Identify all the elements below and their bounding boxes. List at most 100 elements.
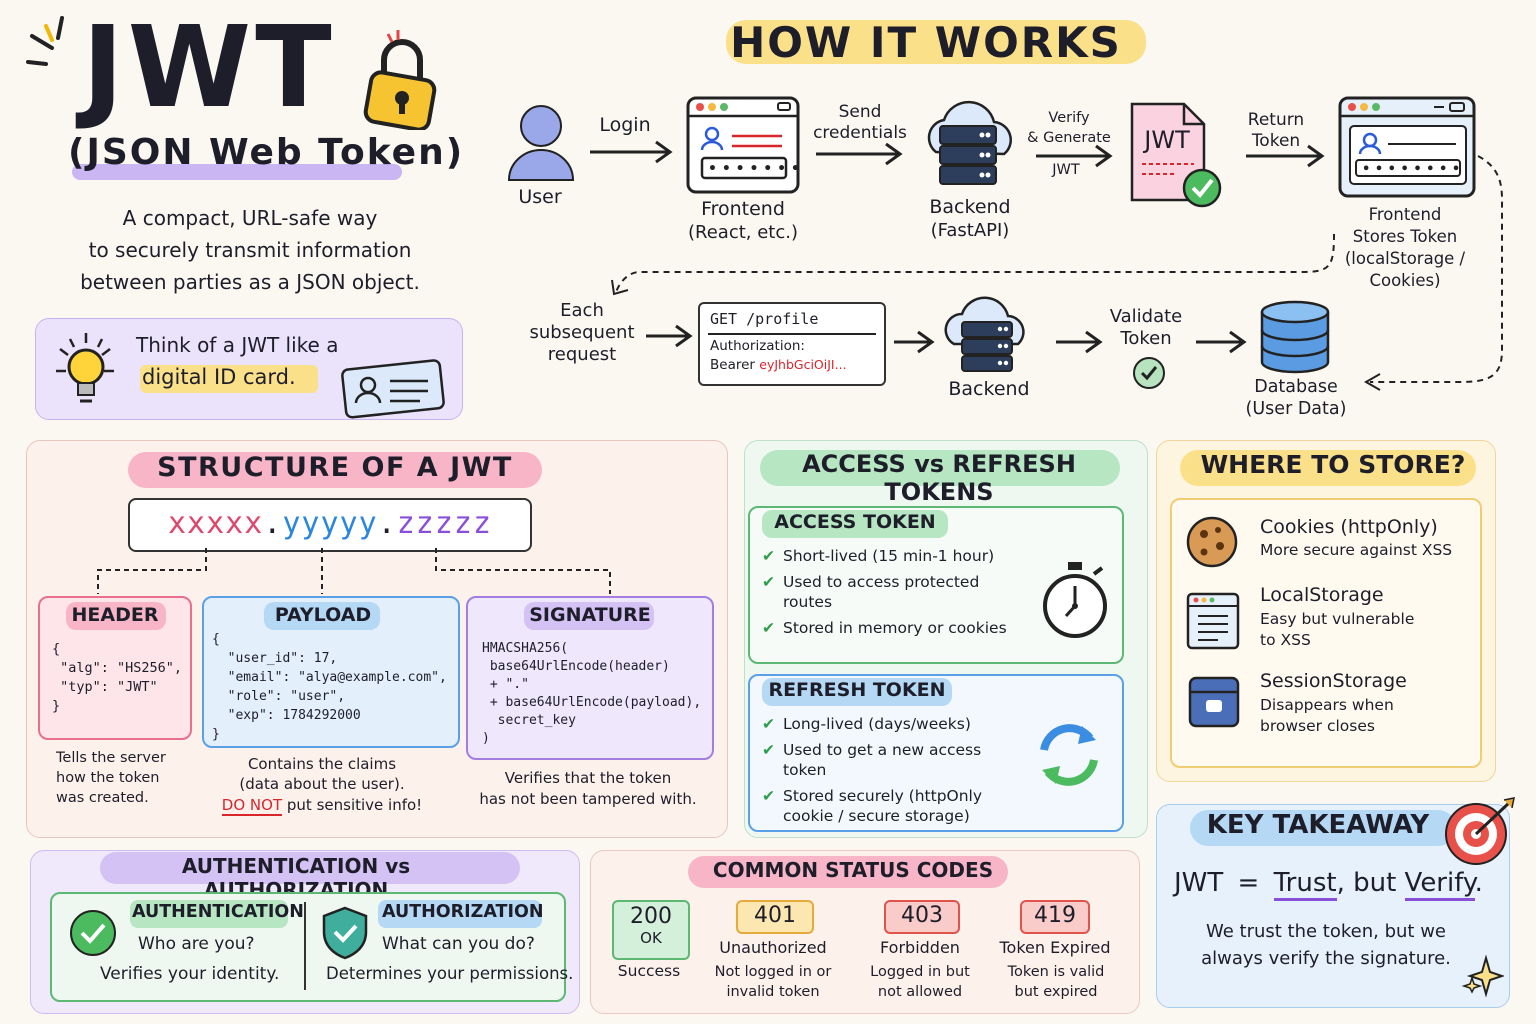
- request-bearer: Bearer eyJhbGciOiJI...: [710, 357, 847, 373]
- takeaway-line: JWT = Trust, but Verify.: [1174, 868, 1483, 901]
- page-title: JWT: [82, 3, 336, 133]
- list-item: ✔Stored securely (httpOnly cookie / secu…: [762, 787, 983, 825]
- authz-desc: Determines your permissions.: [326, 964, 574, 983]
- status-code-200: 200 OK: [612, 900, 690, 960]
- check-icon: ✔: [762, 573, 775, 591]
- list-item: ✔Short-lived (15 min-1 hour): [762, 547, 995, 565]
- storage-title: WHERE TO STORE?: [1200, 450, 1466, 479]
- backend-sub-label: (FastAPI): [930, 220, 1010, 241]
- target-icon: [1442, 796, 1520, 872]
- payload-card-title: PAYLOAD: [274, 604, 372, 626]
- local-storage-icon: [1184, 590, 1244, 656]
- authz-title: AUTHORIZATION: [382, 902, 544, 922]
- arrow-right-icon: [1194, 330, 1248, 358]
- status-title: COMMON STATUS CODES: [712, 858, 994, 882]
- status-label-401: Unauthorized: [719, 938, 827, 957]
- refresh-token-title: REFRESH TOKEN: [768, 679, 946, 701]
- id-card-icon: [340, 359, 448, 423]
- authz-question: What can you do?: [382, 934, 535, 954]
- analogy-highlight: digital ID card.: [142, 365, 296, 389]
- check-circle-icon: [1132, 356, 1166, 394]
- header-desc: Tells the server how the token was creat…: [56, 750, 166, 806]
- list-item: ✔Used to get a new access token: [762, 741, 982, 779]
- check-circle-icon: [68, 908, 118, 962]
- dashed-connector: [90, 548, 630, 602]
- sparkle-icon: [22, 12, 74, 76]
- status-desc-403: Logged in but not allowed: [870, 964, 970, 1000]
- backend-server-icon: [916, 96, 1024, 196]
- takeaway-title: KEY TAKEAWAY: [1206, 810, 1430, 840]
- backend-server-icon: [936, 296, 1040, 380]
- storage-item-sessionstorage: SessionStorage Disappears when browser c…: [1260, 670, 1407, 735]
- verify-generate-jwt-label: JWT: [1052, 162, 1080, 178]
- send-credentials-label: Send credentials: [813, 102, 907, 143]
- request-header: Authorization:: [710, 338, 805, 354]
- header-code: { "alg": "HS256", "typ": "JWT" }: [52, 641, 183, 714]
- jwt-document-icon: [1128, 100, 1228, 218]
- request-line: GET /profile: [710, 310, 819, 328]
- arrow-right-icon: [1034, 144, 1114, 172]
- check-icon: ✔: [762, 741, 775, 759]
- payload-warning: DO NOT put sensitive info!: [221, 796, 423, 816]
- status-label-419: Token Expired: [999, 938, 1111, 957]
- status-label-200: Success: [617, 962, 681, 980]
- frontend-sub-label: (React, etc.): [688, 222, 798, 243]
- payload-desc: Contains the claims (data about the user…: [200, 754, 444, 816]
- access-token-title: ACCESS TOKEN: [774, 511, 936, 533]
- token-part-header: xxxxx: [167, 506, 264, 541]
- authn-title: AUTHENTICATION: [132, 902, 304, 922]
- tokens-title: ACCESS vs REFRESH TOKENS: [802, 450, 1076, 506]
- database-label: Database (User Data): [1245, 377, 1347, 419]
- frontend-window-icon: • • • • • • •: [686, 96, 800, 198]
- user-icon: [505, 102, 577, 186]
- token-part-signature: zzzzz: [396, 506, 493, 541]
- structure-title: STRUCTURE OF A JWT: [157, 452, 513, 483]
- sparkle-icon: [1460, 954, 1506, 1002]
- jwt-document-label: JWT: [1144, 126, 1190, 154]
- refresh-token-card: REFRESH TOKEN ✔Long-lived (days/weeks) ✔…: [748, 674, 1124, 832]
- arrow-right-icon: [892, 330, 936, 358]
- header-card: HEADER { "alg": "HS256", "typ": "JWT" }: [38, 596, 192, 740]
- page-subtitle: (JSON Web Token): [68, 132, 465, 173]
- how-it-works-title: HOW IT WORKS: [730, 18, 1122, 67]
- refresh-token-list: ✔Long-lived (days/weeks) ✔Used to get a …: [762, 714, 1024, 832]
- analogy-card: Think of a JWT like a digital ID card.: [35, 318, 463, 420]
- frontend-label: Frontend: [701, 198, 785, 220]
- status-code-403: 403: [884, 900, 960, 934]
- arrow-right-icon: [814, 142, 904, 170]
- backend-label: Backend: [929, 196, 1011, 218]
- refresh-arrows-icon: [1034, 720, 1104, 794]
- header-card-title: HEADER: [71, 604, 159, 626]
- validate-label: Validate Token: [1109, 306, 1183, 349]
- payload-code: { "user_id": 17, "email": "alya@example.…: [212, 632, 447, 742]
- user-label: User: [518, 186, 562, 208]
- access-token-card: ACCESS TOKEN ✔Short-lived (15 min-1 hour…: [748, 506, 1124, 664]
- shield-check-icon: [318, 904, 372, 966]
- svg-text:• • • • • • •: • • • • • • •: [708, 161, 800, 177]
- list-item: ✔Stored in memory or cookies: [762, 619, 1007, 637]
- frontend-stores-window-icon: • • • • • • • •: [1338, 96, 1476, 202]
- arrow-right-icon: [644, 324, 694, 352]
- page-description: A compact, URL-safe way to securely tran…: [80, 206, 420, 294]
- check-icon: ✔: [762, 619, 775, 637]
- list-item: ✔Used to access protected routes: [762, 573, 980, 611]
- login-label: Login: [599, 114, 651, 136]
- frontend-stores-label: Frontend Stores Token (localStorage / Co…: [1344, 205, 1466, 290]
- check-icon: ✔: [762, 547, 775, 565]
- session-storage-icon: [1186, 674, 1244, 734]
- arrow-right-icon: [1244, 144, 1326, 172]
- storage-item-localstorage: LocalStorage Easy but vulnerable to XSS: [1260, 584, 1415, 649]
- analogy-text: Think of a JWT like a: [136, 333, 339, 357]
- stopwatch-icon: [1040, 558, 1112, 646]
- arrow-right-icon: [1054, 330, 1104, 358]
- check-icon: ✔: [762, 715, 775, 733]
- status-code-401: 401: [736, 900, 814, 934]
- arrow-right-icon: [588, 140, 674, 168]
- list-item: ✔Long-lived (days/weeks): [762, 715, 971, 733]
- signature-code: HMACSHA256( base64UrlEncode(header) + ".…: [482, 641, 702, 746]
- signature-card: SIGNATURE HMACSHA256( base64UrlEncode(he…: [466, 596, 714, 760]
- backend2-label: Backend: [948, 378, 1030, 400]
- verify-generate-label: Verify & Generate: [1027, 110, 1111, 146]
- cookie-icon: [1184, 514, 1244, 574]
- status-code-419: 419: [1020, 900, 1090, 934]
